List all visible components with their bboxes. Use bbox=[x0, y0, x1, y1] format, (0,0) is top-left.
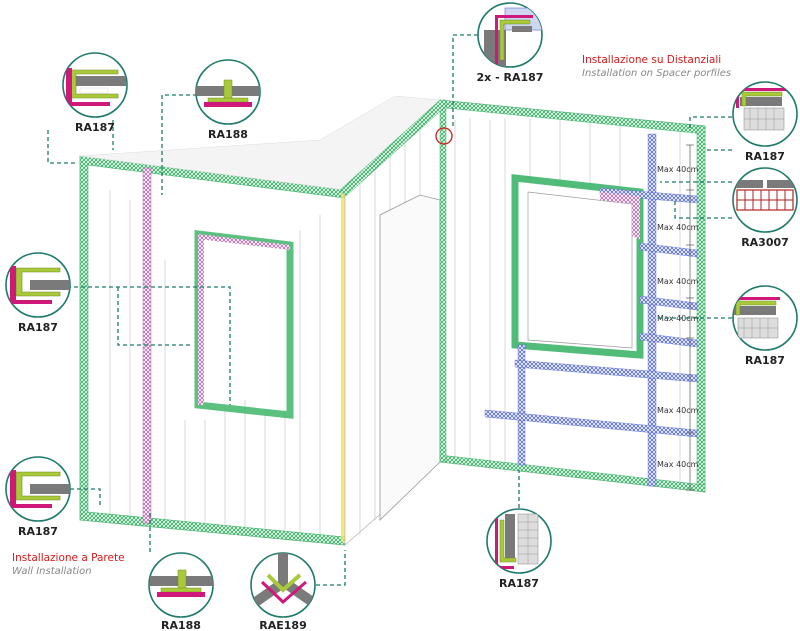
callout-label-2x-ra187: 2x - RA187 bbox=[477, 71, 544, 84]
detail-ra188-bottom bbox=[148, 552, 214, 618]
detail-ra187-mid-left bbox=[5, 252, 71, 318]
detail-ra187-right-top bbox=[732, 81, 798, 147]
detail-ra187-bottom-center bbox=[486, 508, 552, 574]
detail-ra187-right-mid bbox=[732, 285, 798, 351]
wall-title: Installazione a Parete bbox=[12, 552, 125, 564]
dimension-label: Max 40cm bbox=[657, 165, 699, 174]
connector-lines bbox=[47, 34, 732, 586]
right-wall bbox=[79, 95, 706, 546]
dimension-label: Max 40cm bbox=[657, 314, 699, 323]
detail-rae189 bbox=[250, 552, 316, 618]
detail-2x-ra187 bbox=[477, 2, 543, 68]
callout-label-ra188: RA188 bbox=[208, 128, 248, 141]
callout-label-ra187: RA187 bbox=[18, 525, 58, 538]
detail-ra187-low-left bbox=[5, 456, 71, 522]
detail-ra188-top bbox=[195, 59, 261, 125]
callout-label-ra187: RA187 bbox=[499, 577, 539, 590]
callout-label-ra187: RA187 bbox=[75, 121, 115, 134]
callout-label-ra187: RA187 bbox=[745, 354, 785, 367]
callout-label-rae189: RAE189 bbox=[259, 619, 306, 631]
wall-subtitle: Wall Installation bbox=[12, 566, 92, 577]
detail-ra187-top-left bbox=[62, 52, 128, 118]
dimension-label: Max 40cm bbox=[657, 406, 699, 415]
spacer-subtitle: Installation on Spacer porfiles bbox=[582, 68, 731, 79]
callout-label-ra187: RA187 bbox=[745, 150, 785, 163]
callout-label-ra3007: RA3007 bbox=[741, 236, 789, 249]
left-wall bbox=[79, 155, 346, 546]
callout-label-ra187: RA187 bbox=[18, 321, 58, 334]
dimension-label: Max 40cm bbox=[657, 460, 699, 469]
callout-label-ra188: RA188 bbox=[161, 619, 201, 631]
detail-ra3007 bbox=[732, 167, 798, 233]
dimension-label: Max 40cm bbox=[657, 277, 699, 286]
dimension-label: Max 40cm bbox=[657, 223, 699, 232]
detail-marker bbox=[435, 127, 453, 145]
spacer-title: Installazione su Distanziali bbox=[582, 54, 721, 66]
